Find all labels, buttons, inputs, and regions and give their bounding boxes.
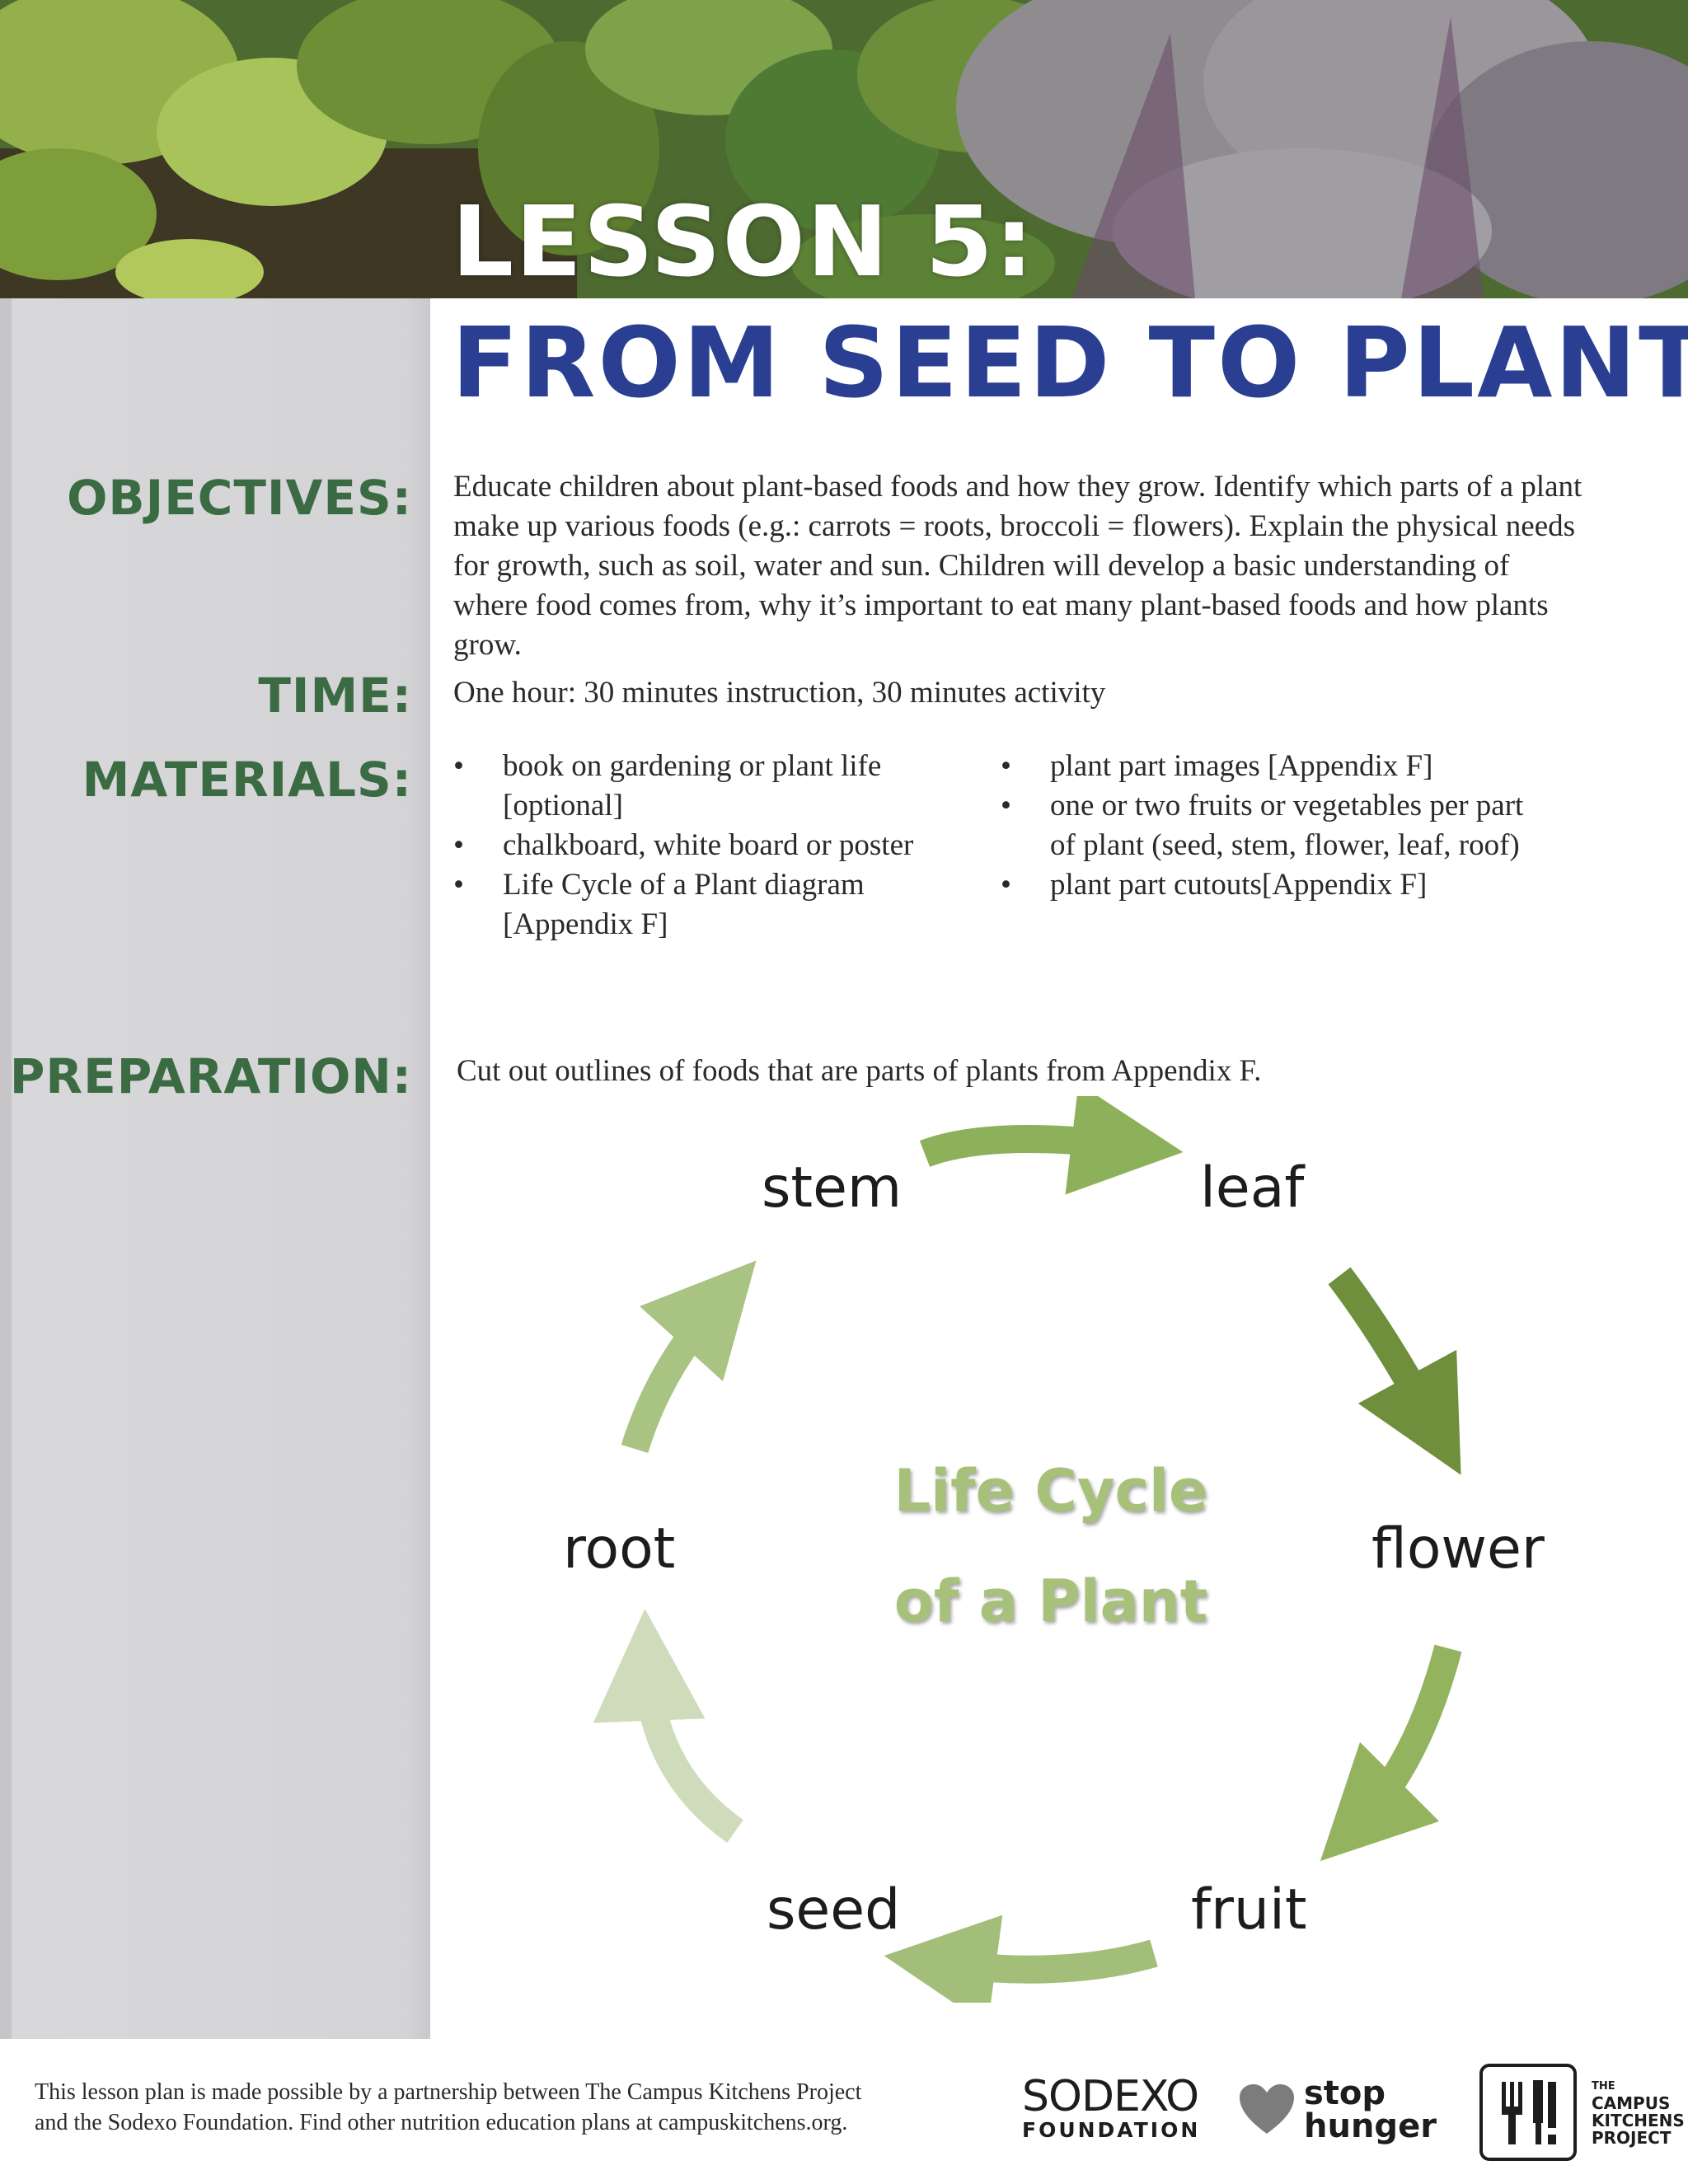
list-item: •Life Cycle of a Plant diagram [Appendix… xyxy=(453,865,981,944)
objectives-text: Educate children about plant-based foods… xyxy=(453,470,1582,662)
stage-seed: seed xyxy=(767,1877,901,1943)
objectives-label: OBJECTIVES: xyxy=(67,470,412,526)
sidebar-panel xyxy=(0,298,430,2039)
stage-root: root xyxy=(563,1516,676,1582)
bullet: • xyxy=(1001,868,1011,902)
list-item: •book on gardening or plant life [option… xyxy=(453,747,981,826)
lesson-number: LESSON 5: xyxy=(452,185,1035,298)
bullet: • xyxy=(453,868,464,902)
arrow-stem-to-leaf xyxy=(919,1096,1184,1195)
cycle-title-line1: Life Cycle xyxy=(893,1457,1208,1525)
sodexo-foundation-logo: SODEXO FOUNDATION xyxy=(1022,2072,1201,2142)
cycle-title-line2: of a Plant xyxy=(893,1568,1208,1635)
header-photo xyxy=(0,0,1688,298)
materials-label: MATERIALS: xyxy=(82,752,412,808)
bullet: • xyxy=(453,828,464,862)
preparation-text: Cut out outlines of foods that are parts… xyxy=(457,1054,1262,1088)
sidebar-edge xyxy=(0,298,12,2039)
list-item: •chalkboard, white board or poster xyxy=(453,826,981,865)
footer-line: and the Sodexo Foundation. Find other nu… xyxy=(35,2110,848,2135)
heart-icon xyxy=(1240,2084,1294,2134)
arrow-root-to-stem xyxy=(621,1260,757,1454)
stage-stem: stem xyxy=(762,1155,903,1221)
stage-flower: flower xyxy=(1372,1516,1545,1582)
footer-line: This lesson plan is made possible by a p… xyxy=(35,2079,862,2105)
arrow-leaf-to-flower xyxy=(1328,1267,1461,1475)
arrow-flower-to-fruit xyxy=(1320,1644,1462,1862)
lesson-title: FROM SEED TO PLANT xyxy=(452,306,1688,419)
materials-list-right: •plant part images [Appendix F] •one or … xyxy=(1001,747,1528,905)
arrow-fruit-to-seed xyxy=(884,1915,1158,2003)
stop-hunger-logo: stop hunger xyxy=(1238,2077,1437,2143)
time-label: TIME: xyxy=(258,668,412,724)
footer-credit: This lesson plan is made possible by a p… xyxy=(35,2077,982,2138)
bullet: • xyxy=(1001,789,1011,823)
stage-fruit: fruit xyxy=(1191,1877,1307,1943)
list-item: •plant part cutouts[Appendix F] xyxy=(1001,865,1528,905)
arrow-seed-to-root xyxy=(593,1609,743,1843)
list-item: •plant part images [Appendix F] xyxy=(1001,747,1528,786)
preparation-label: PREPARATION: xyxy=(9,1048,412,1104)
bullet: • xyxy=(1001,749,1011,783)
time-text: One hour: 30 minutes instruction, 30 min… xyxy=(453,676,1106,710)
list-item: •one or two fruits or vegetables per par… xyxy=(1001,786,1528,865)
materials-list-left: •book on gardening or plant life [option… xyxy=(453,747,981,944)
fork-knife-icon xyxy=(1479,2064,1577,2161)
stage-leaf: leaf xyxy=(1200,1155,1305,1221)
life-cycle-diagram xyxy=(593,1096,1462,2003)
bullet: • xyxy=(453,749,464,783)
campus-kitchens-logo: THE CAMPUS KITCHENS PROJECT xyxy=(1479,2064,1685,2161)
